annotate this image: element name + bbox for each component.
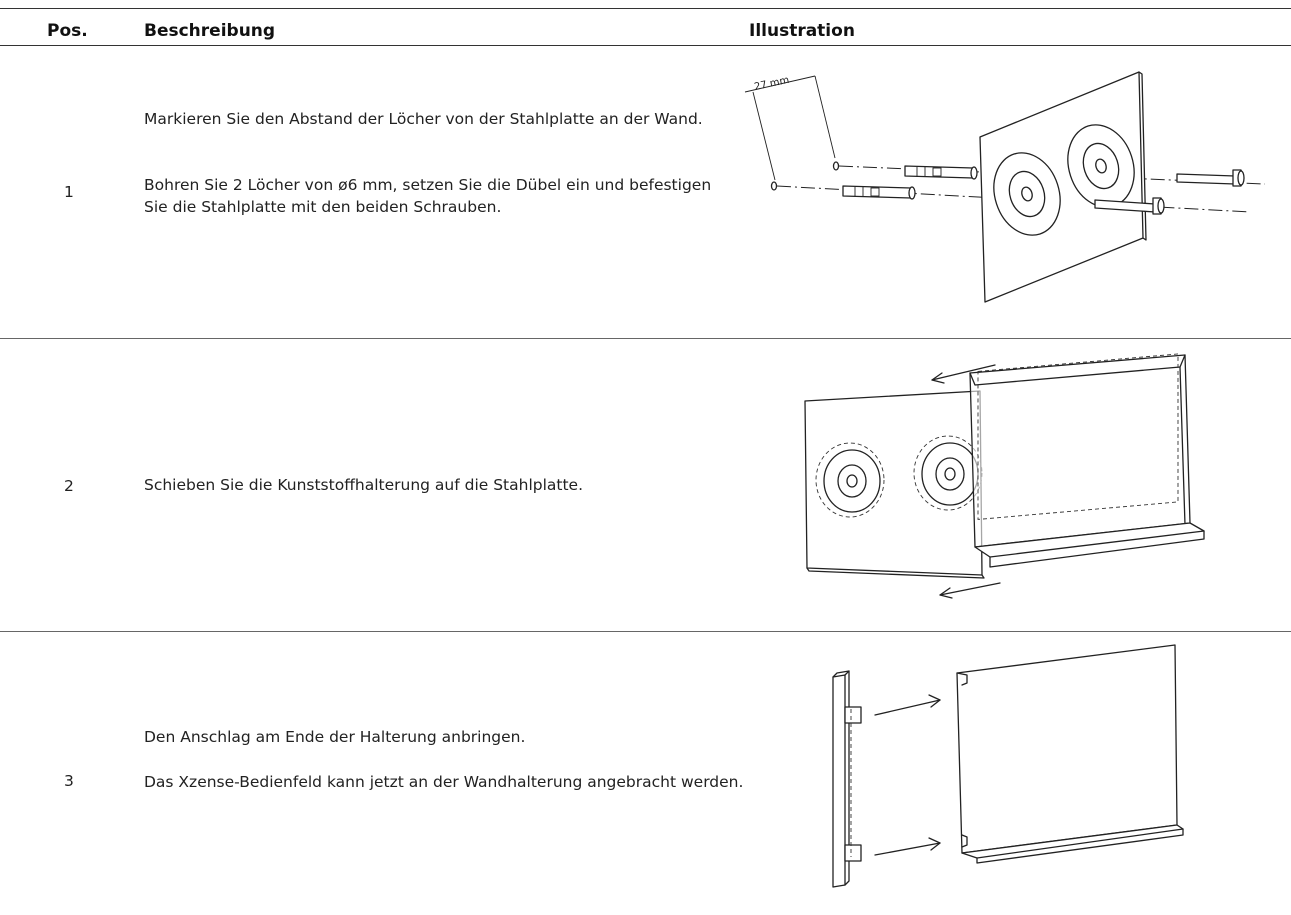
header-rule — [0, 45, 1291, 46]
top-rule — [0, 8, 1291, 9]
row-separator — [0, 631, 1291, 632]
row-1-pos: 1 — [64, 183, 74, 201]
header-illustration: Illustration — [749, 21, 855, 41]
row-separator — [0, 338, 1291, 339]
plastic-holder — [969, 353, 1205, 568]
header-description: Beschreibung — [144, 21, 276, 41]
dowel-1 — [904, 165, 978, 180]
arrow-left-bottom-icon — [939, 582, 1001, 599]
row-1-illustration: 27 mm — [744, 71, 1266, 303]
row-1-paragraph-1: Markieren Sie den Abstand der Löcher von… — [144, 110, 703, 128]
row-3-illustration — [832, 644, 1184, 888]
table-header: Pos. Beschreibung Illustration — [0, 18, 1291, 44]
end-stop — [832, 670, 862, 888]
row-3-paragraph-2: Das Xzense-Bedienfeld kann jetzt an der … — [144, 773, 744, 791]
arrow-right-top-icon — [874, 694, 941, 716]
dimension-label: 27 mm — [753, 75, 790, 93]
row-2-pos: 2 — [64, 477, 74, 495]
row-2-illustration — [804, 353, 1205, 599]
arrow-left-top-icon — [931, 364, 996, 384]
dowel-2 — [842, 185, 916, 200]
screw-1 — [1176, 169, 1245, 187]
steel-plate — [979, 71, 1147, 303]
arrow-right-bottom-icon — [874, 837, 941, 856]
header-pos: Pos. — [47, 21, 88, 41]
row-3-paragraph-1: Den Anschlag am Ende der Halterung anbri… — [144, 728, 526, 746]
row-1-paragraph-2: Bohren Sie 2 Löcher von ø6 mm, setzen Si… — [144, 176, 712, 216]
wall-holder — [956, 644, 1184, 864]
screw-2 — [1094, 197, 1165, 215]
steel-plate — [804, 390, 985, 579]
row-2-paragraph-1: Schieben Sie die Kunststoffhalterung auf… — [144, 476, 584, 494]
row-3-pos: 3 — [64, 772, 74, 790]
